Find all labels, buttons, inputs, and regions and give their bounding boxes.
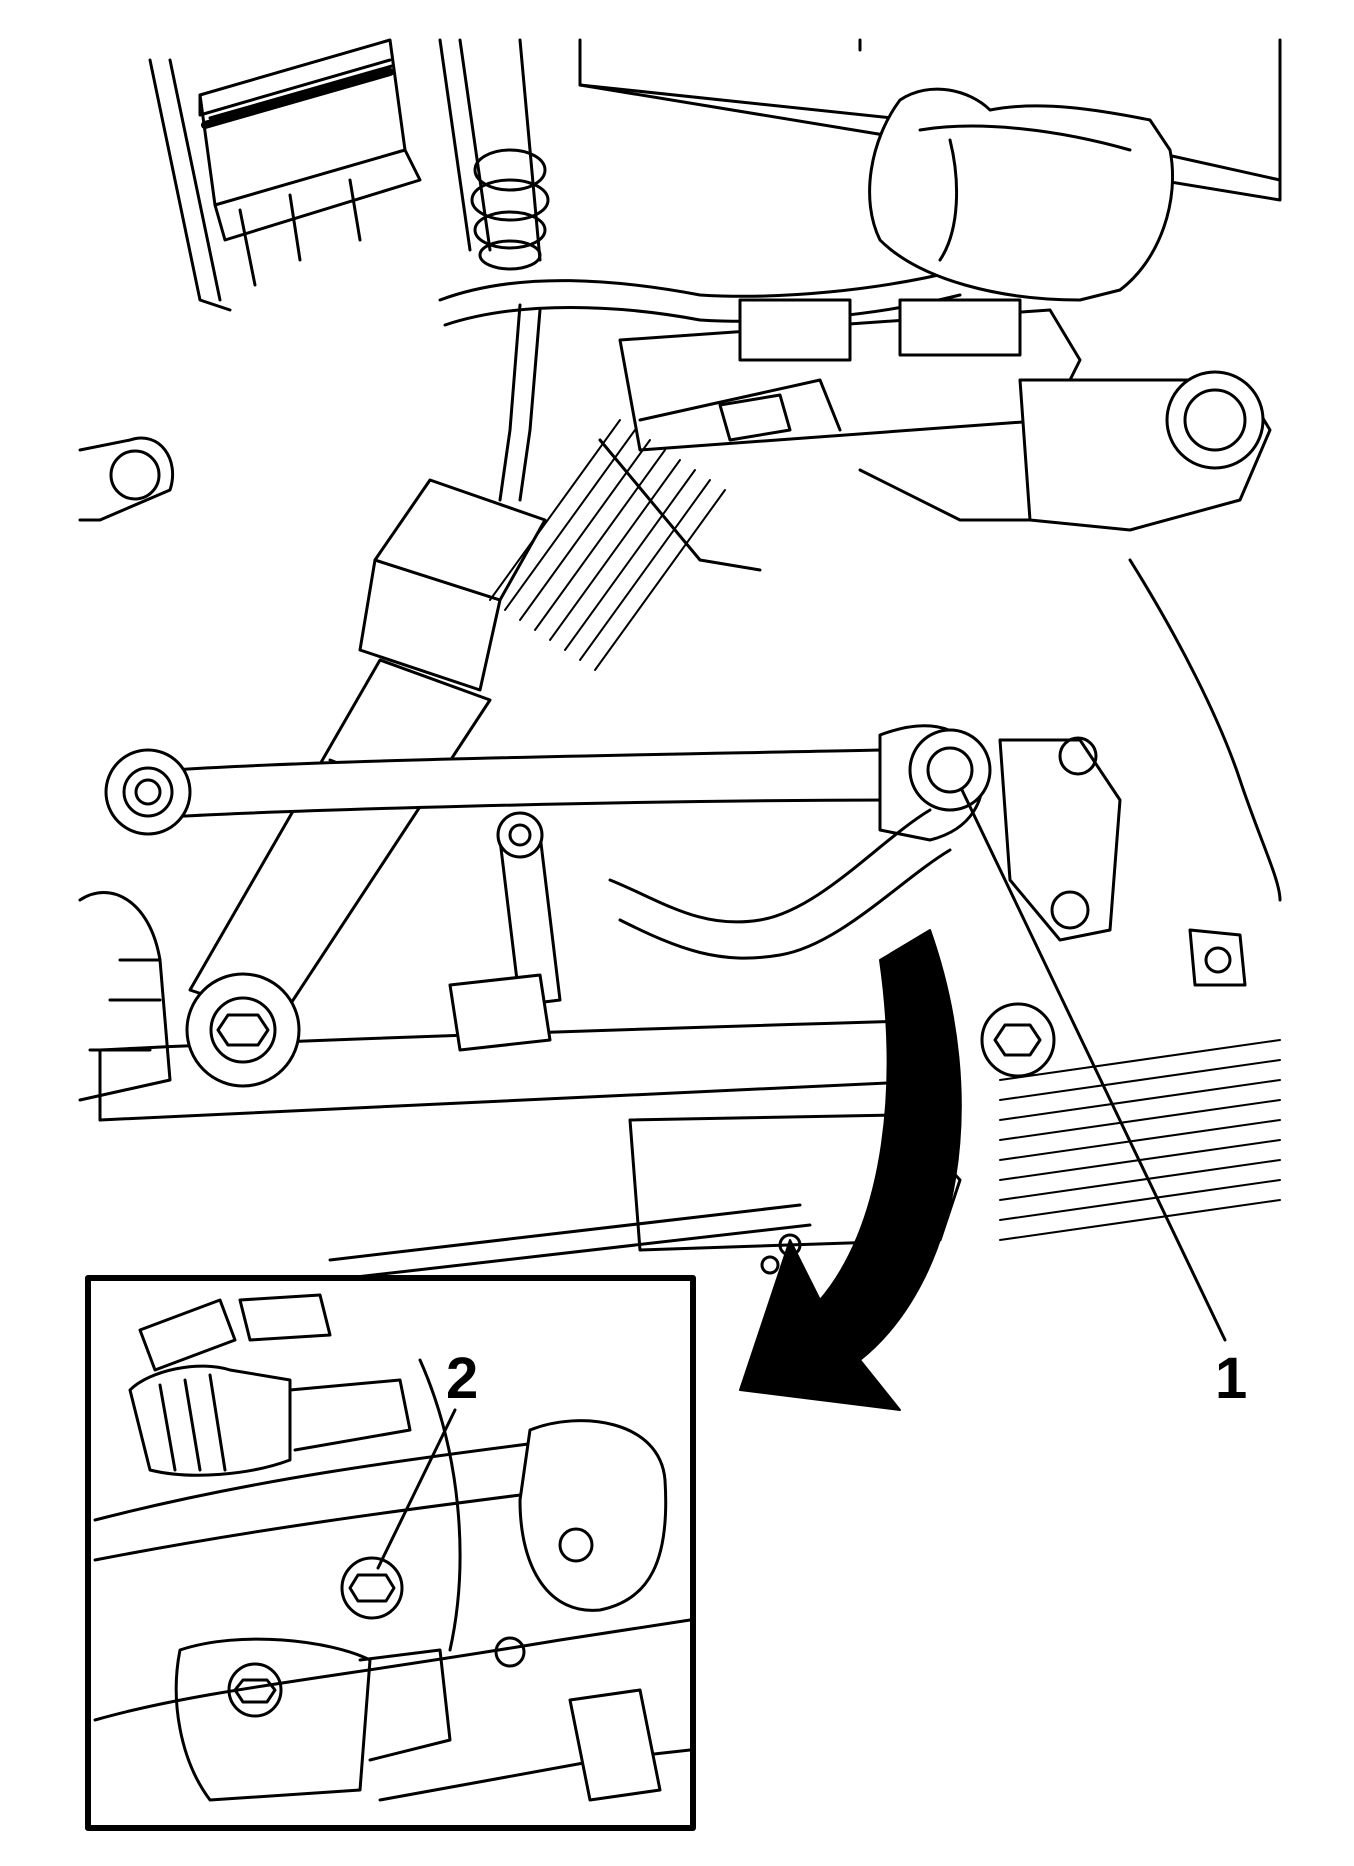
inset-connectors <box>138 1293 332 1372</box>
right-tire <box>1128 558 1282 902</box>
stabilizer-link <box>496 811 562 1007</box>
left-wheel-area <box>78 891 172 1102</box>
mount-bracket <box>1188 928 1247 987</box>
access-hole <box>518 1419 668 1612</box>
left-upper-bushing <box>78 436 175 522</box>
control-module <box>198 38 422 287</box>
cam-nut <box>980 1002 1056 1078</box>
heat-shield <box>868 87 1175 302</box>
cooler-fins <box>489 419 726 671</box>
detail-arrow <box>739 929 962 1411</box>
callout-2-label: 2 <box>446 1346 479 1411</box>
mesh-grille <box>999 1039 1281 1241</box>
shock-absorber <box>188 478 547 1022</box>
knuckle <box>878 724 1122 942</box>
callout-1-leader <box>960 788 1227 1342</box>
detail-inset <box>85 1275 696 1831</box>
inset-lower-bracket <box>174 1637 452 1802</box>
fastener <box>340 1556 404 1620</box>
inset-rail-lower <box>93 1488 562 1562</box>
hydraulic-unit <box>598 298 1102 572</box>
inset-hole <box>494 1636 526 1668</box>
inset-lower-rail <box>93 1618 692 1722</box>
lower-control-arm <box>98 973 952 1122</box>
callout-2-leader <box>376 1408 457 1570</box>
lower-shock-mount <box>185 972 301 1088</box>
coil-spring <box>470 148 550 271</box>
callout-1-label: 1 <box>1215 1346 1248 1411</box>
inset-rail <box>93 1438 562 1522</box>
main-view <box>78 38 1282 1411</box>
stabilizer-tube <box>438 268 962 502</box>
inset-small-bracket <box>568 1688 662 1802</box>
drive-shaft-boot <box>128 1364 412 1477</box>
inset-edge <box>418 1358 462 1652</box>
stabilizer-bar <box>608 808 952 960</box>
differential-cover <box>1018 370 1272 532</box>
